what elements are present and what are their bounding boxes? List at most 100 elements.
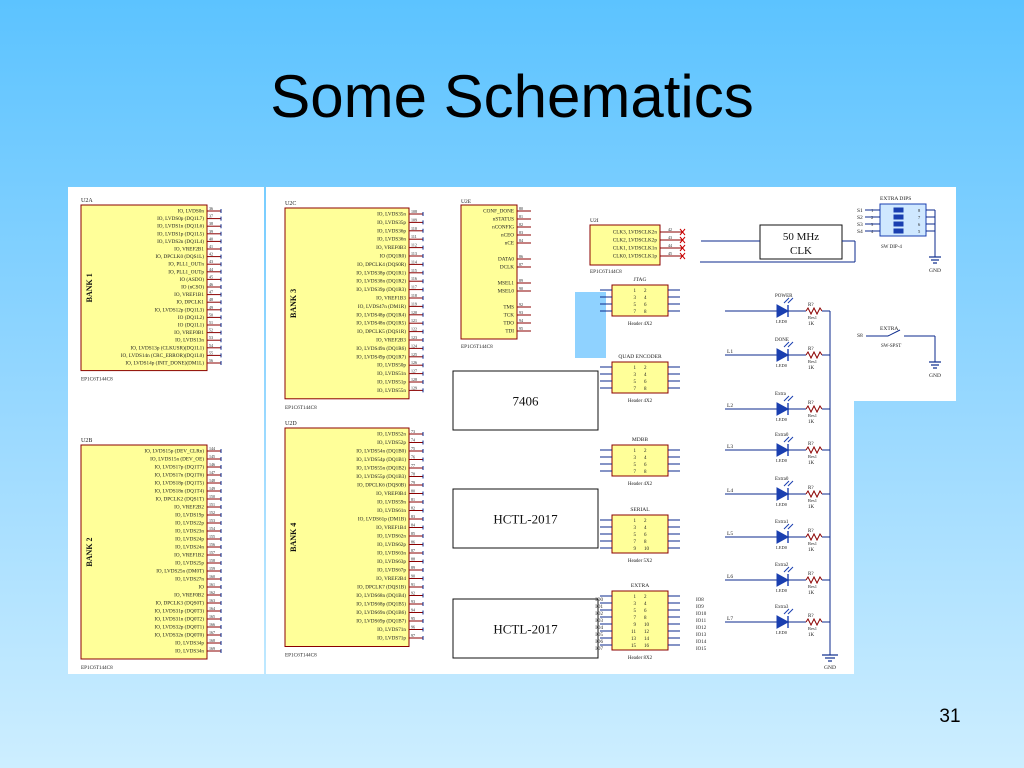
header-pin: 1	[634, 366, 637, 371]
header-body	[611, 444, 669, 477]
pin-number: 108	[411, 209, 417, 214]
spst-gnd-label: GND	[929, 373, 941, 379]
pin-label: IO, LVDS71p	[377, 636, 406, 642]
pin-label: IO, LVDS61p (DM1B)	[358, 516, 406, 523]
highlight-box	[575, 292, 606, 358]
pin-number: 36	[209, 206, 213, 211]
pin-label: IO (DQ1R0)	[380, 253, 407, 260]
led-label: Extra	[775, 392, 787, 397]
led-label: Extra3	[775, 605, 789, 610]
extra-io-left: IO7	[595, 647, 603, 652]
no-connect-mark	[679, 252, 686, 260]
pin-label: IO, LVDS32n (DQ0T0)	[154, 632, 204, 639]
pin-label: IO, LVDS50p	[377, 363, 406, 369]
oscillator-box	[759, 224, 843, 260]
pin-number: 112	[411, 243, 417, 248]
header-part: Header 4X2	[628, 322, 653, 327]
config-pin-label: TMS	[503, 305, 514, 311]
dip-switch-label: S4	[857, 229, 863, 235]
pin-number: 76	[411, 455, 415, 460]
config-part-label: EP1C6T144C8	[461, 344, 493, 350]
resistor-ref: R?	[808, 442, 814, 447]
pin-label: IO, LVDS17p (DQ1T7)	[154, 464, 204, 471]
pin-number: 150	[209, 494, 215, 499]
pin-label: IO, VREF0B2	[174, 593, 204, 599]
fpga-bank-body	[284, 207, 410, 400]
fpga-bank-body	[80, 444, 208, 660]
config-pin-number: 92	[519, 302, 523, 307]
pin-number: 93	[411, 599, 415, 604]
header-body	[611, 284, 669, 317]
led-label: Extra1	[775, 520, 789, 525]
pin-number: 159	[209, 566, 215, 571]
config-pin-number: 86	[519, 254, 523, 259]
pin-number: 97	[411, 633, 415, 638]
dip-part: SW DIP-4	[881, 245, 902, 250]
led-diode	[776, 487, 790, 501]
pin-label: IO, LVDS59n	[377, 500, 406, 506]
led-diode	[776, 402, 790, 416]
header-pin: 6	[644, 533, 647, 538]
pin-number: 115	[411, 268, 417, 273]
pin-number: 164	[209, 606, 215, 611]
header-pin: 4	[644, 296, 647, 301]
pin-number: 38	[209, 221, 213, 226]
config-pin-label: nCE	[505, 241, 514, 247]
gnd-label: GND	[824, 665, 836, 671]
pin-number: 91	[411, 582, 415, 587]
header-pin: 8	[644, 616, 647, 621]
slide-number: 31	[939, 706, 961, 727]
header-name: JTAG	[633, 277, 646, 283]
pin-number: 148	[209, 478, 215, 483]
header-pin: 8	[644, 310, 647, 315]
extra-io-right: IO10	[696, 612, 707, 617]
pin-label: IO, LVDS15n (DEV_OE)	[150, 456, 204, 463]
logic-block-1	[452, 488, 599, 549]
pin-label: IO, LVDS0n	[178, 209, 205, 215]
config-ref: U2E	[461, 199, 472, 205]
pin-label: IO, LVDS67p	[377, 568, 406, 574]
pin-label: IO, VREF1B4	[376, 525, 406, 531]
header-pin: 3	[634, 456, 637, 461]
part-label: EP1C6T144C8	[81, 665, 113, 671]
led-arrows	[783, 566, 794, 573]
header-pin: 14	[644, 637, 650, 642]
header-pin: 8	[644, 387, 647, 392]
pin-label: IO, LVDS36n	[377, 237, 406, 243]
resistor-value: 1K	[808, 505, 815, 510]
dip-switch-label: S2	[857, 215, 863, 221]
led-arrows	[783, 341, 794, 348]
pin-label: IO, LVDS23n	[175, 529, 204, 535]
extra-io-right: IO12	[696, 626, 707, 631]
led-diode	[776, 304, 790, 318]
pin-label: IO, LVDS55n	[377, 388, 406, 394]
pin-label: IO, LVDS2n (DQ1L4)	[157, 238, 204, 245]
led-part: LED0	[776, 319, 788, 324]
pin-number: 167	[209, 630, 215, 635]
pin-number: 73	[411, 429, 415, 434]
resistor-part: Res1	[808, 498, 817, 503]
pin-number: 120	[411, 310, 417, 315]
bank-ref: U2D	[285, 421, 297, 427]
header-pin: 7	[634, 310, 637, 315]
extra-io-left: IO3	[595, 619, 603, 624]
header-name: EXTRA	[631, 583, 649, 589]
dip-switch-label: S3	[857, 222, 863, 228]
config-pin-label: MSEL1	[498, 281, 515, 287]
pin-number: 121	[411, 318, 417, 323]
header-pin: 4	[644, 456, 647, 461]
header-body	[611, 590, 669, 651]
pin-number: 42	[209, 252, 213, 257]
pin-number: 44	[209, 267, 213, 272]
header-part: Header 5X2	[628, 559, 653, 564]
pin-number: 89	[411, 565, 415, 570]
header-pin: 7	[634, 540, 637, 545]
pin-label: IO, DPCLK3 (DQS0T)	[155, 600, 204, 607]
extra-io-right: IO13	[696, 633, 707, 638]
clock-pin-number: 42	[668, 227, 672, 232]
pin-label: IO, LVDS1p (DQ1L5)	[157, 230, 204, 237]
clock-pin-label: CLK1, LVDSCLK1n	[613, 246, 658, 252]
pin-label: IO, VREF2B4	[376, 576, 406, 582]
pin-number: 146	[209, 462, 215, 467]
pin-number: 145	[209, 454, 215, 459]
